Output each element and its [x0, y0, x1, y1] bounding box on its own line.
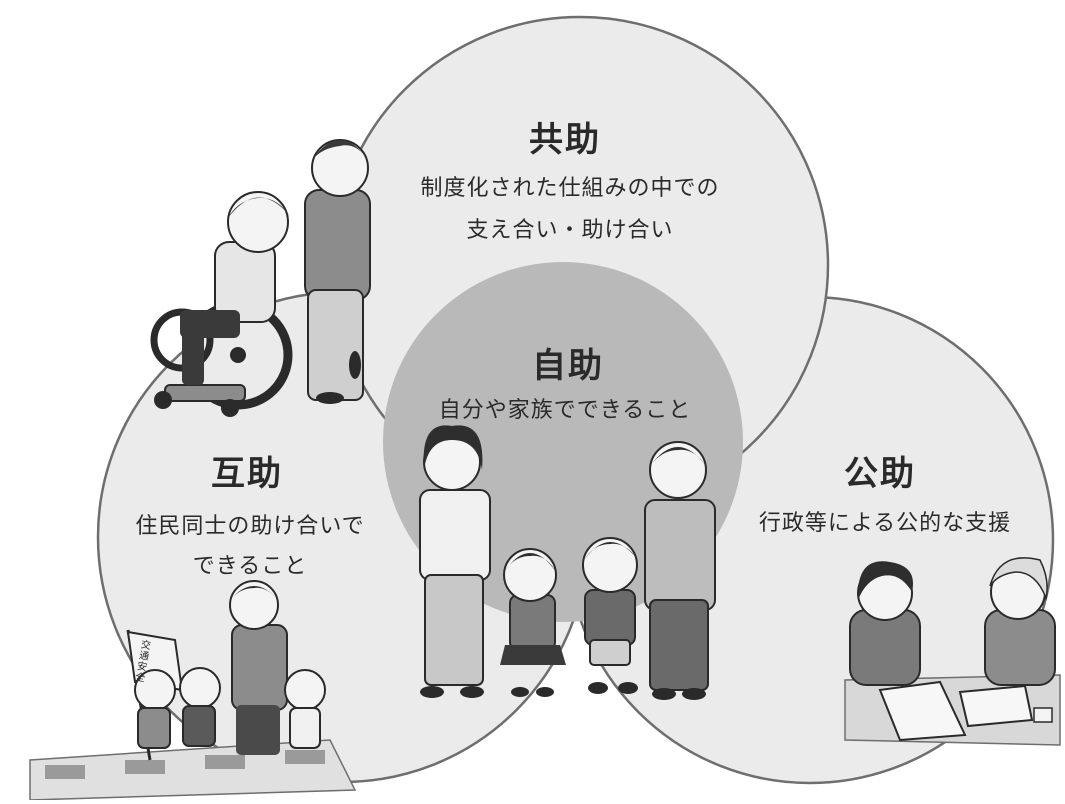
wheelchair-caregiver-illustration: [150, 139, 371, 417]
gojo-description-line-2: できること: [192, 554, 308, 579]
kyojo-title: 共助: [529, 120, 601, 160]
crossing-guard-illustration: [29, 580, 357, 801]
kojo-title: 公助: [844, 454, 916, 494]
kyojo-description-line-2: 支え合い・助け合い: [466, 218, 674, 243]
jijo-title: 自助: [532, 346, 604, 386]
kojo-description: 行政等による公的な支援: [758, 511, 1012, 536]
jijo-description: 自分や家族でできること: [438, 398, 692, 423]
kyojo-description-line-1: 制度化された仕組みの中での: [420, 176, 720, 201]
gojo-title: 互助: [211, 454, 283, 494]
gojo-description-line-1: 住民同士の助け合いで: [135, 514, 365, 539]
family-illustration: [419, 425, 716, 700]
consultation-illustration: [844, 557, 1061, 746]
